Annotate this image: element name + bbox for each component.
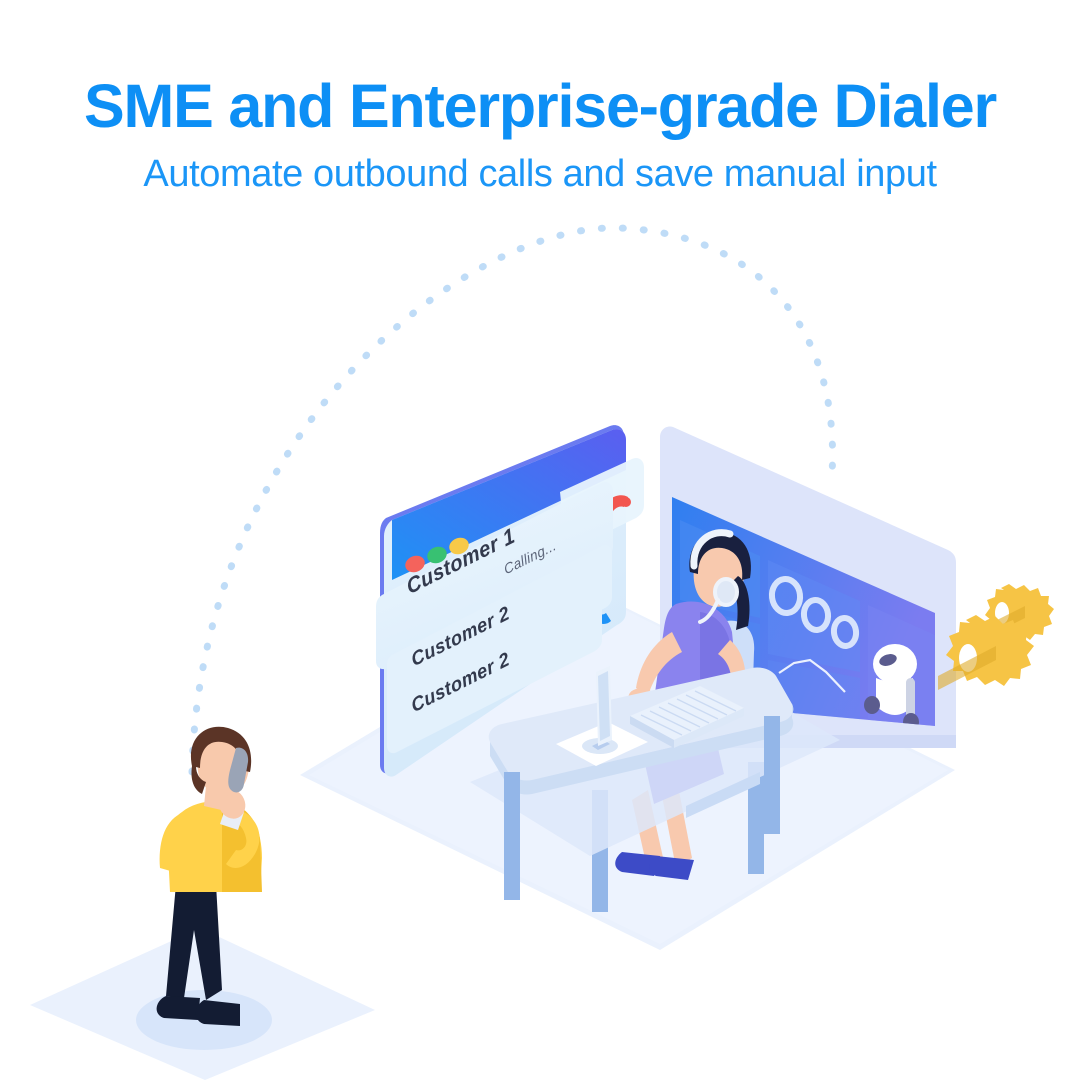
monitor-on-desk <box>582 666 618 754</box>
mobile-phone <box>228 747 249 793</box>
page-title: SME and Enterprise-grade Dialer <box>84 72 997 140</box>
headset-microphone <box>698 598 720 624</box>
automation-gears-icon <box>938 584 1054 690</box>
caller-person <box>156 726 262 1026</box>
ai-bot-figure <box>864 644 919 726</box>
minimize-dot <box>427 546 447 564</box>
dialer-call-window[interactable] <box>376 425 644 777</box>
agent-shoe-left <box>615 852 660 876</box>
page-subtitle: Automate outbound calls and save manual … <box>143 153 937 195</box>
caller-shoe-right <box>195 1000 240 1026</box>
close-dot <box>405 555 425 573</box>
dialer-row-3[interactable] <box>387 595 602 754</box>
desk-leg-back-left <box>764 716 780 834</box>
gear-large <box>938 615 1034 690</box>
office-desk <box>470 666 840 912</box>
maximize-dot <box>449 537 469 555</box>
keyboard <box>630 686 744 748</box>
caller-shoe-left <box>156 996 200 1020</box>
header: SME and Enterprise-grade Dialer Automate… <box>0 0 1080 196</box>
headset-icon <box>690 529 739 624</box>
desk-leg-back-right <box>748 762 764 874</box>
agent-shoe-right <box>649 856 694 880</box>
desk-leg-front-left <box>504 772 520 900</box>
